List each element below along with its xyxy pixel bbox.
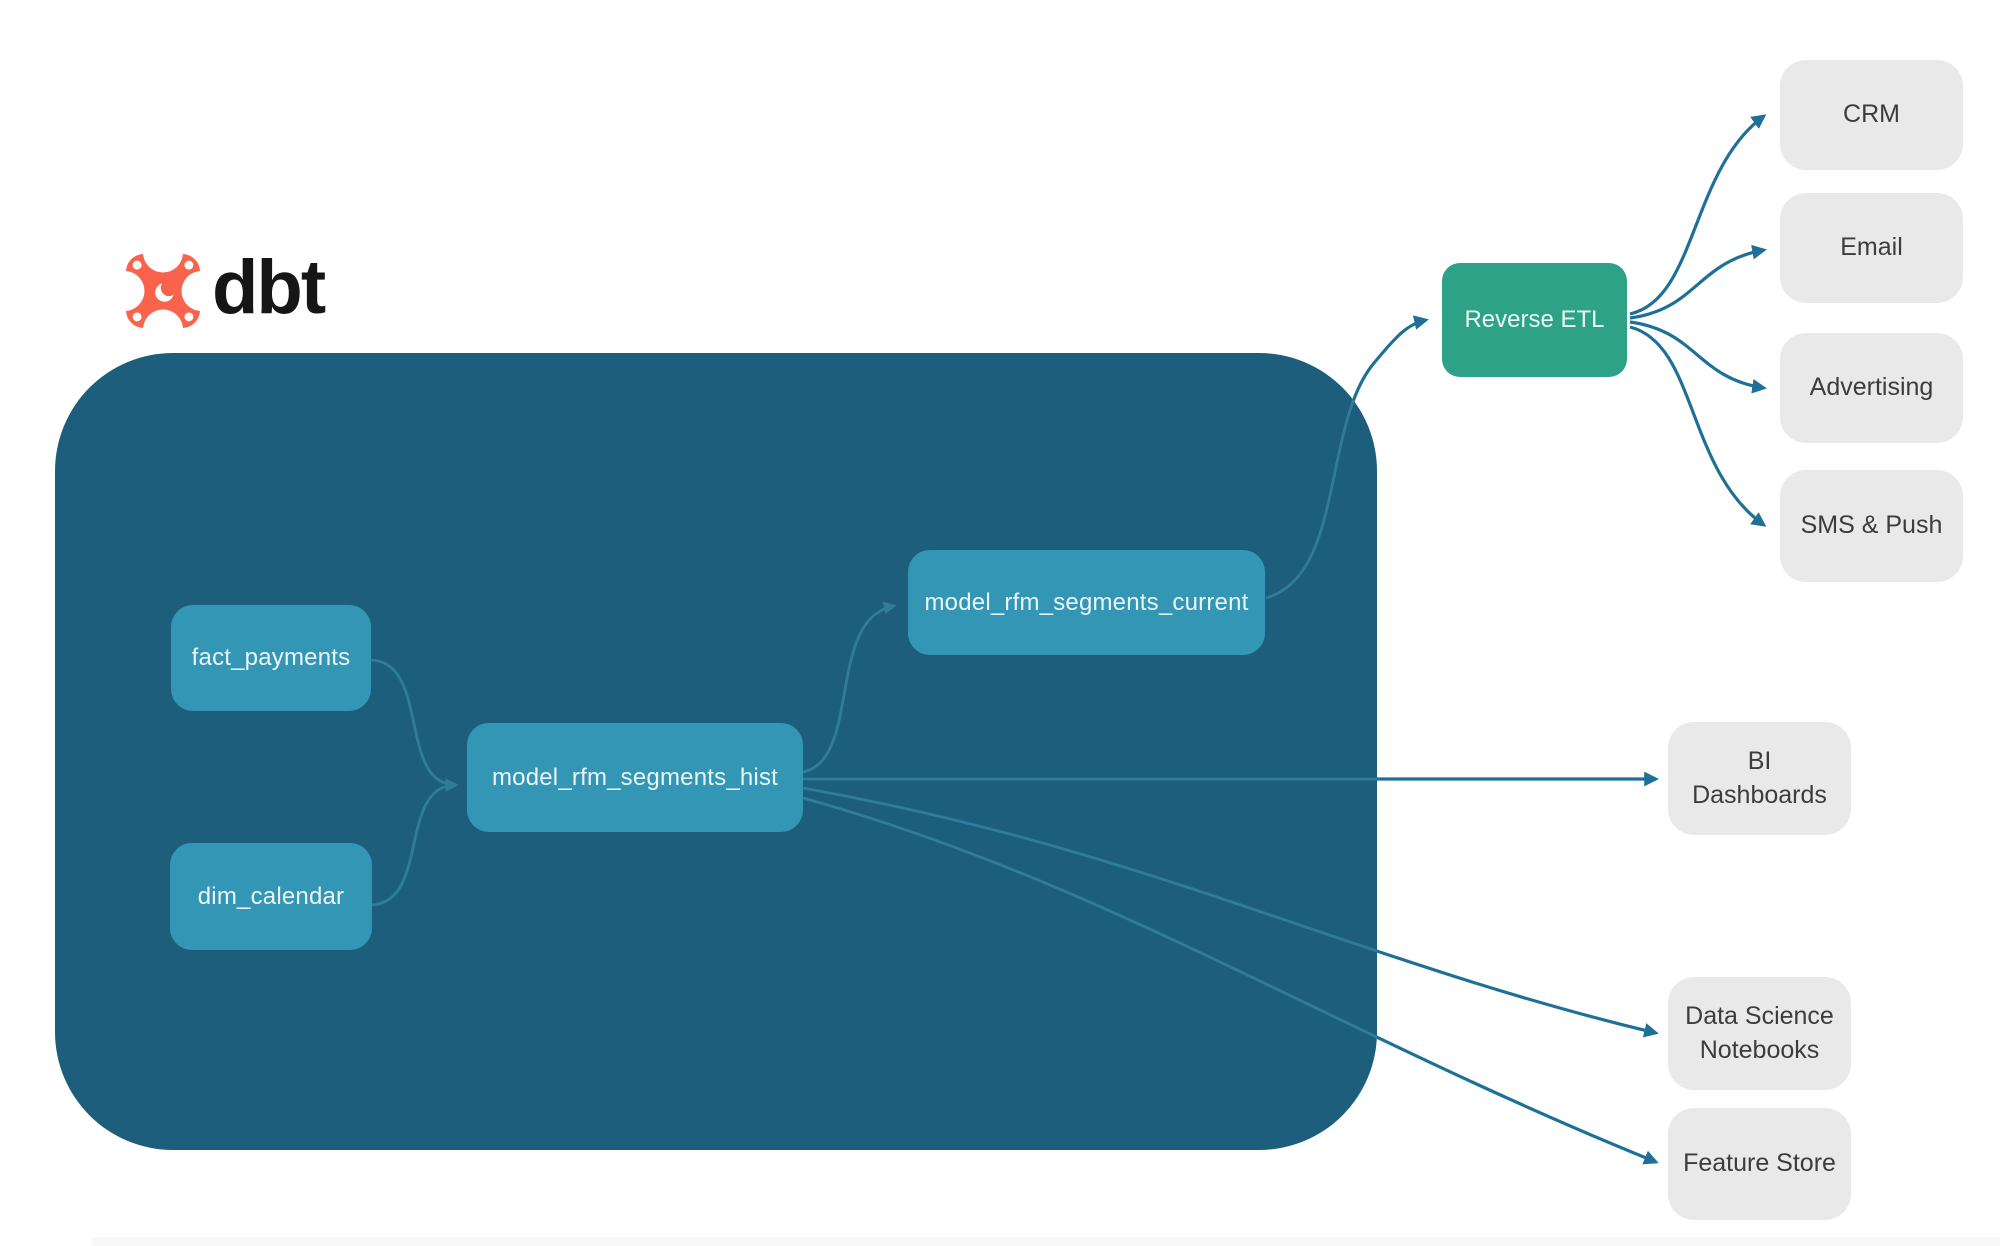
dbt-wordmark: dbt: [212, 245, 326, 330]
node-fact-payments: fact_payments: [171, 605, 371, 711]
node-label: Feature Store: [1683, 1149, 1836, 1178]
node-label: BI Dashboards: [1692, 746, 1827, 809]
node-label: fact_payments: [191, 644, 351, 671]
node-label: Email: [1840, 233, 1903, 262]
node-label: SMS & Push: [1800, 511, 1943, 540]
node-label: dim_calendar: [197, 882, 345, 910]
node-data-science-notebooks: Data Science Notebooks: [1668, 977, 1851, 1090]
node-reverse-etl: Reverse ETL: [1442, 263, 1627, 377]
node-advertising: Advertising: [1780, 333, 1963, 443]
node-bi-dashboards: BI Dashboards: [1668, 722, 1851, 835]
node-label: model_rfm_segments_current: [924, 588, 1249, 616]
node-model-rfm-segments-hist: model_rfm_segments_hist: [467, 723, 803, 832]
node-label: Data Science Notebooks: [1685, 1001, 1834, 1064]
node-dim-calendar: dim_calendar: [170, 843, 372, 950]
node-label: Advertising: [1809, 373, 1934, 402]
node-model-rfm-segments-current: model_rfm_segments_current: [908, 550, 1265, 655]
node-label: model_rfm_segments_hist: [491, 763, 779, 791]
dbt-star-icon: [126, 254, 200, 328]
node-email: Email: [1780, 193, 1963, 303]
node-label: Reverse ETL: [1464, 306, 1605, 333]
node-label: CRM: [1843, 100, 1900, 129]
node-sms-push: SMS & Push: [1780, 470, 1963, 582]
node-crm: CRM: [1780, 60, 1963, 170]
bottom-strip: [92, 1237, 2000, 1246]
node-feature-store: Feature Store: [1668, 1108, 1851, 1220]
dbt-logo: dbt: [126, 245, 326, 334]
